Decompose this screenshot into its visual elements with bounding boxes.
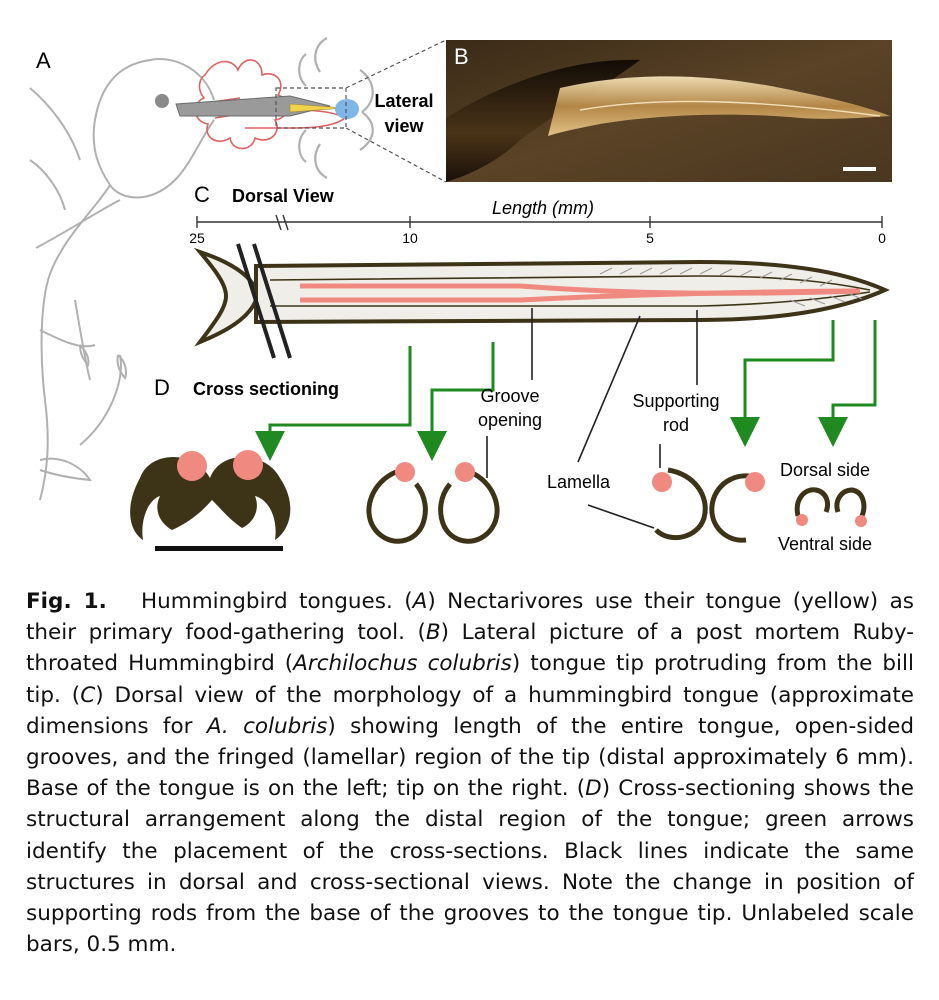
cross-sectioning-title: Cross sectioning [193,379,339,399]
nectar-drop [335,99,359,119]
panel-a: A [29,37,447,501]
axis-tick-0: 0 [878,230,886,246]
section-2-rod-left [395,462,415,482]
caption-b-text: ) Lateral picture of a post mortem Ruby-… [26,620,914,677]
dorsal-side-label: Dorsal side [780,460,870,480]
photo-tongue [548,76,890,136]
ventral-side-label: Ventral side [778,534,872,554]
bird-eye [155,94,169,108]
caption-species-short: A. colubris [206,713,328,739]
lateral-view-label-2: view [384,116,424,136]
caption-c-text: ) Dorsal view of the morphology of a hum… [26,682,914,739]
cross-section-3 [654,467,759,543]
supporting-rod-label-1: Supporting [632,391,719,411]
panel-b-letter: B [454,44,469,69]
groove-opening-label-2: opening [478,410,542,430]
caption-b-text-2: ) tongue tip protruding from the bill ti… [26,651,914,708]
caption-letter-d: D [585,776,602,802]
cross-section-2 [366,469,500,544]
axis-tick-10: 10 [402,230,418,246]
length-axis [196,214,883,231]
zoom-box [275,87,347,129]
indicator-lines [486,308,698,529]
caption-intro: Hummingbird tongues. ( [141,589,413,614]
groove-opening-label-1: Groove [480,386,539,406]
section-4-rod-left [796,514,808,526]
caption-letter-b: B [425,620,441,646]
supporting-rod-label-2: rod [663,415,689,435]
panel-b: B [446,40,892,182]
cross-section-1 [130,450,291,540]
caption-letter-c: C [80,682,96,708]
panel-d-letter: D [154,375,170,400]
axis-tick-5: 5 [646,230,654,246]
caption-figure-label: Fig. 1. [26,589,107,614]
section-3-rod-right [745,472,765,492]
flower-petals [298,37,374,179]
caption-d-text: ) Cross-sectioning shows the structural … [26,776,914,958]
figure-caption: Fig. 1. Hummingbird tongues. (A) Nectari… [26,589,915,958]
lateral-view-label-1: Lateral [374,91,433,111]
hummingbird-drawing [29,58,215,501]
caption-letter-a: A [412,589,428,614]
cross-section-4 [794,487,867,517]
dorsal-view-title: Dorsal View [232,186,335,206]
panel-a-letter: A [36,48,51,73]
figure-1: A [29,37,892,554]
tongue-dorsal-drawing [193,243,890,359]
panel-c-letter: C [194,182,210,207]
axis-tick-25: 25 [189,230,205,246]
caption-c-text-2: ) showing length of the entire tongue, o… [26,713,915,802]
section-2-rod-right [455,462,475,482]
section-scale-bar [155,546,283,551]
panel-c: C Dorsal View Length (mm) 25 10 5 0 [189,182,890,359]
lamella-label: Lamella [547,472,611,492]
cross-section-arrows [255,320,877,461]
panel-d: D Cross sectioning Groove opening Suppor… [130,308,877,554]
caption-a-text: Nectarivores use their tongue (yellow) a… [26,589,914,646]
photo-scale-bar [843,167,876,171]
section-3-rod-left [652,472,672,492]
length-axis-label: Length (mm) [492,198,594,218]
caption-species: Archilochus colubris [293,651,512,677]
bird-tongue [289,103,346,113]
section-4-rod-right [855,515,867,527]
